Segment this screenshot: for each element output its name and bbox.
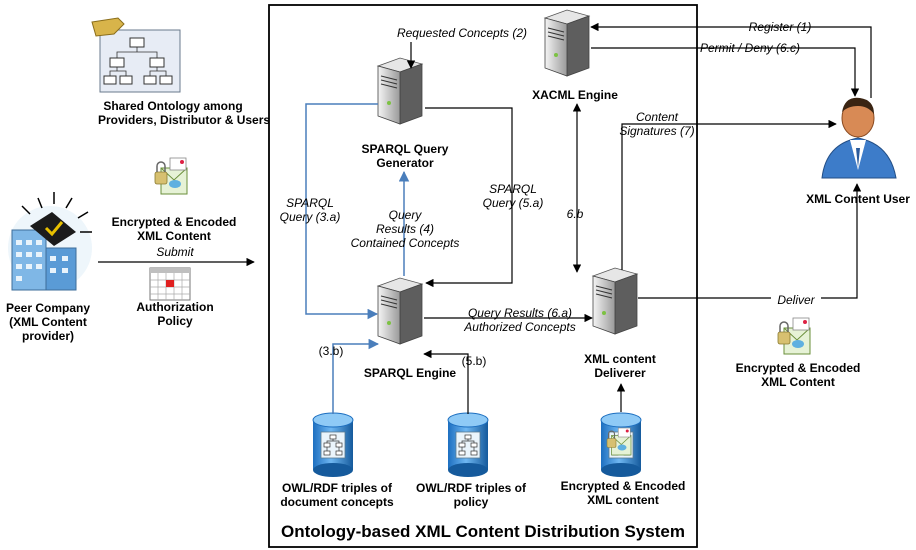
encrypted-content-database [600, 412, 642, 478]
owl-document-concepts-database [312, 412, 354, 478]
system-boundary [268, 4, 698, 548]
label-5b: (5.b) [461, 354, 487, 368]
user-icon [821, 97, 897, 179]
label-6b: 6.b [566, 207, 584, 221]
xml-content-deliverer-server [592, 267, 638, 335]
xacml-engine-label: XACML Engine [532, 88, 618, 102]
xacml-engine-server [544, 9, 590, 77]
lock-envelope-right-icon [777, 317, 811, 355]
xml-content-user-label: XML Content User [806, 192, 910, 206]
arrow-3b [332, 338, 380, 414]
arrow-5b [423, 349, 469, 414]
building-icon [8, 192, 92, 291]
folder-hierarchy-icon [91, 17, 181, 93]
label-3b: (3.b) [318, 344, 344, 358]
system-title: Ontology-based XML Content Distribution … [281, 522, 685, 541]
deliver-label: Deliver [771, 293, 821, 307]
sparql-engine-server [377, 277, 423, 345]
sparql-engine-label: SPARQL Engine [363, 366, 457, 380]
sparql-query-5a-arrow [425, 107, 513, 288]
deliver-arrow [638, 183, 862, 299]
sparql-query-3a-arrow [305, 103, 379, 320]
calendar-icon [149, 267, 191, 301]
sparql-query-generator-server [377, 57, 423, 125]
query-results-6a-label: Query Results (6.a)Authorized Concepts [464, 306, 576, 334]
register-arrow [590, 22, 872, 98]
lock-envelope-icon [154, 157, 188, 195]
requested-concepts-label: Requested Concepts (2) [396, 26, 528, 40]
submit-label: Submit [156, 245, 194, 259]
register-label: Register (1) [748, 20, 812, 34]
owl-policy-database [447, 412, 489, 478]
permit-deny-arrow [591, 47, 860, 97]
permit-deny-label: Permit / Deny (6.c) [699, 41, 801, 55]
content-signatures-arrow [621, 119, 837, 270]
